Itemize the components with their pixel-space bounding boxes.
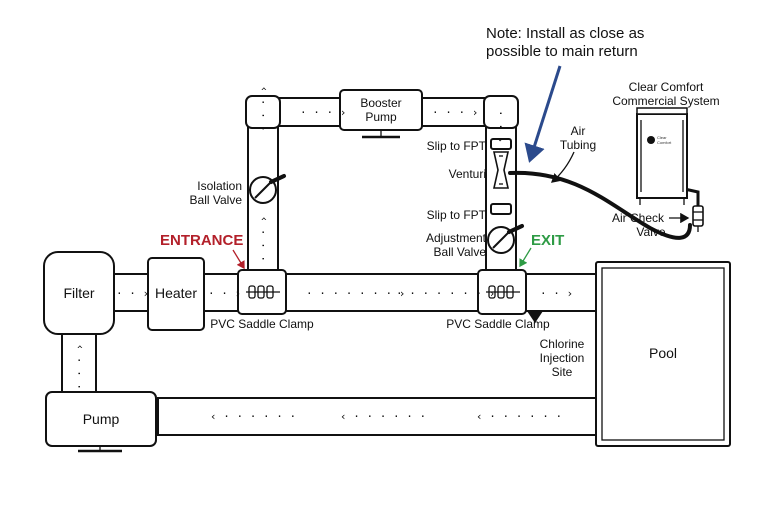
clear-comfort-logo: Clear Comfort [647, 135, 672, 145]
saddle-clamp-right-label: PVC Saddle Clamp [446, 317, 550, 331]
venturi-label: Venturi [449, 167, 486, 181]
flow-arrow-return-3: ‹ · · · · · · [476, 410, 562, 423]
air-check-label-line2: Valve [636, 225, 665, 239]
flow-arrow-main-1: · · · · · · · › [306, 287, 405, 300]
chlorine-injection-marker [527, 311, 543, 323]
adjustment-ball-valve-icon [487, 224, 524, 254]
flow-arrow-return-2: ‹ · · · · · · [340, 410, 426, 423]
entrance-pointer-arrow [232, 249, 245, 270]
heater-label: Heater [155, 285, 197, 301]
pump-box [45, 391, 157, 447]
return-pipe [157, 397, 599, 436]
system-label-line1: Clear Comfort [629, 80, 704, 94]
air-check-valve-icon [692, 205, 704, 232]
booster-pump-label-line1: Booster [360, 96, 401, 110]
filter-box [43, 251, 115, 335]
pump-base-icon [78, 446, 122, 453]
flow-arrow-filter-heater: · · › [116, 287, 149, 300]
pool-inner-edge [601, 267, 725, 441]
slip-fpt-bottom-fitting [490, 203, 512, 215]
system-label-line2: Commercial System [612, 94, 719, 108]
isolation-valve-label-line2: Ball Valve [190, 193, 243, 207]
flow-arrow-booster-top-2: · · · › [432, 106, 478, 119]
pump-label: Pump [83, 411, 120, 427]
slip-fpt-top-fitting [490, 138, 512, 150]
flow-arrow-heater-saddle: · · › [208, 287, 241, 300]
saddle-clamp-right-icon [486, 285, 520, 299]
note-pointer-arrow [524, 65, 562, 163]
flow-arrow-main-2: · · · · · · · › [396, 287, 495, 300]
air-tubing-label-line2: Tubing [560, 138, 596, 152]
elbow-fitting-top-right [483, 95, 519, 129]
flow-arrow-left-up-2: · · · › [257, 216, 270, 262]
flow-arrow-right-down: · · › [494, 110, 507, 143]
air-check-label-line1: Air Check [612, 211, 665, 225]
clear-comfort-system-cabinet [636, 107, 688, 205]
note-line1: Note: Install as close as [486, 25, 644, 42]
entrance-label: ENTRANCE [160, 232, 243, 249]
svg-text:Comfort: Comfort [657, 140, 672, 145]
air-tubing-label-line1: Air [571, 124, 586, 138]
svg-text:Clear: Clear [657, 135, 667, 140]
flow-arrow-booster-top-1: · · · › [300, 106, 346, 119]
adjustment-valve-label-line1: Adjustment [426, 231, 487, 245]
isolation-valve-label-line1: Isolation [197, 179, 242, 193]
note-line2: possible to main return [486, 43, 638, 60]
pool-label: Pool [649, 345, 677, 361]
exit-label: EXIT [531, 232, 564, 249]
exit-pointer-arrow [519, 247, 532, 268]
heater-box [147, 257, 205, 331]
flow-arrow-pump-up: · · · › [73, 344, 86, 390]
saddle-clamp-left-icon [246, 285, 280, 299]
chlorine-label-line1: Chlorine [540, 337, 585, 351]
booster-pump-base-icon [362, 130, 400, 139]
flow-arrow-return-1: ‹ · · · · · · [210, 410, 296, 423]
isolation-ball-valve-icon [249, 174, 286, 204]
saddle-clamp-left-label: PVC Saddle Clamp [210, 317, 314, 331]
chlorine-label-line3: Site [552, 365, 573, 379]
flow-arrow-to-pool: · · › [540, 287, 573, 300]
elbow-fitting-top-left [245, 95, 281, 129]
flow-arrow-left-up-1: · · · › [257, 86, 270, 132]
filter-label: Filter [63, 285, 94, 301]
air-tubing-pointer-arrow [551, 151, 575, 183]
pool-box [595, 261, 731, 447]
chlorine-label-line2: Injection [540, 351, 585, 365]
venturi-icon [493, 151, 509, 189]
slip-fpt-bottom-label: Slip to FPT [427, 208, 487, 222]
adjustment-valve-label-line2: Ball Valve [434, 245, 487, 259]
slip-fpt-top-label: Slip to FPT [427, 139, 487, 153]
booster-pump-label-line2: Pump [365, 110, 397, 124]
